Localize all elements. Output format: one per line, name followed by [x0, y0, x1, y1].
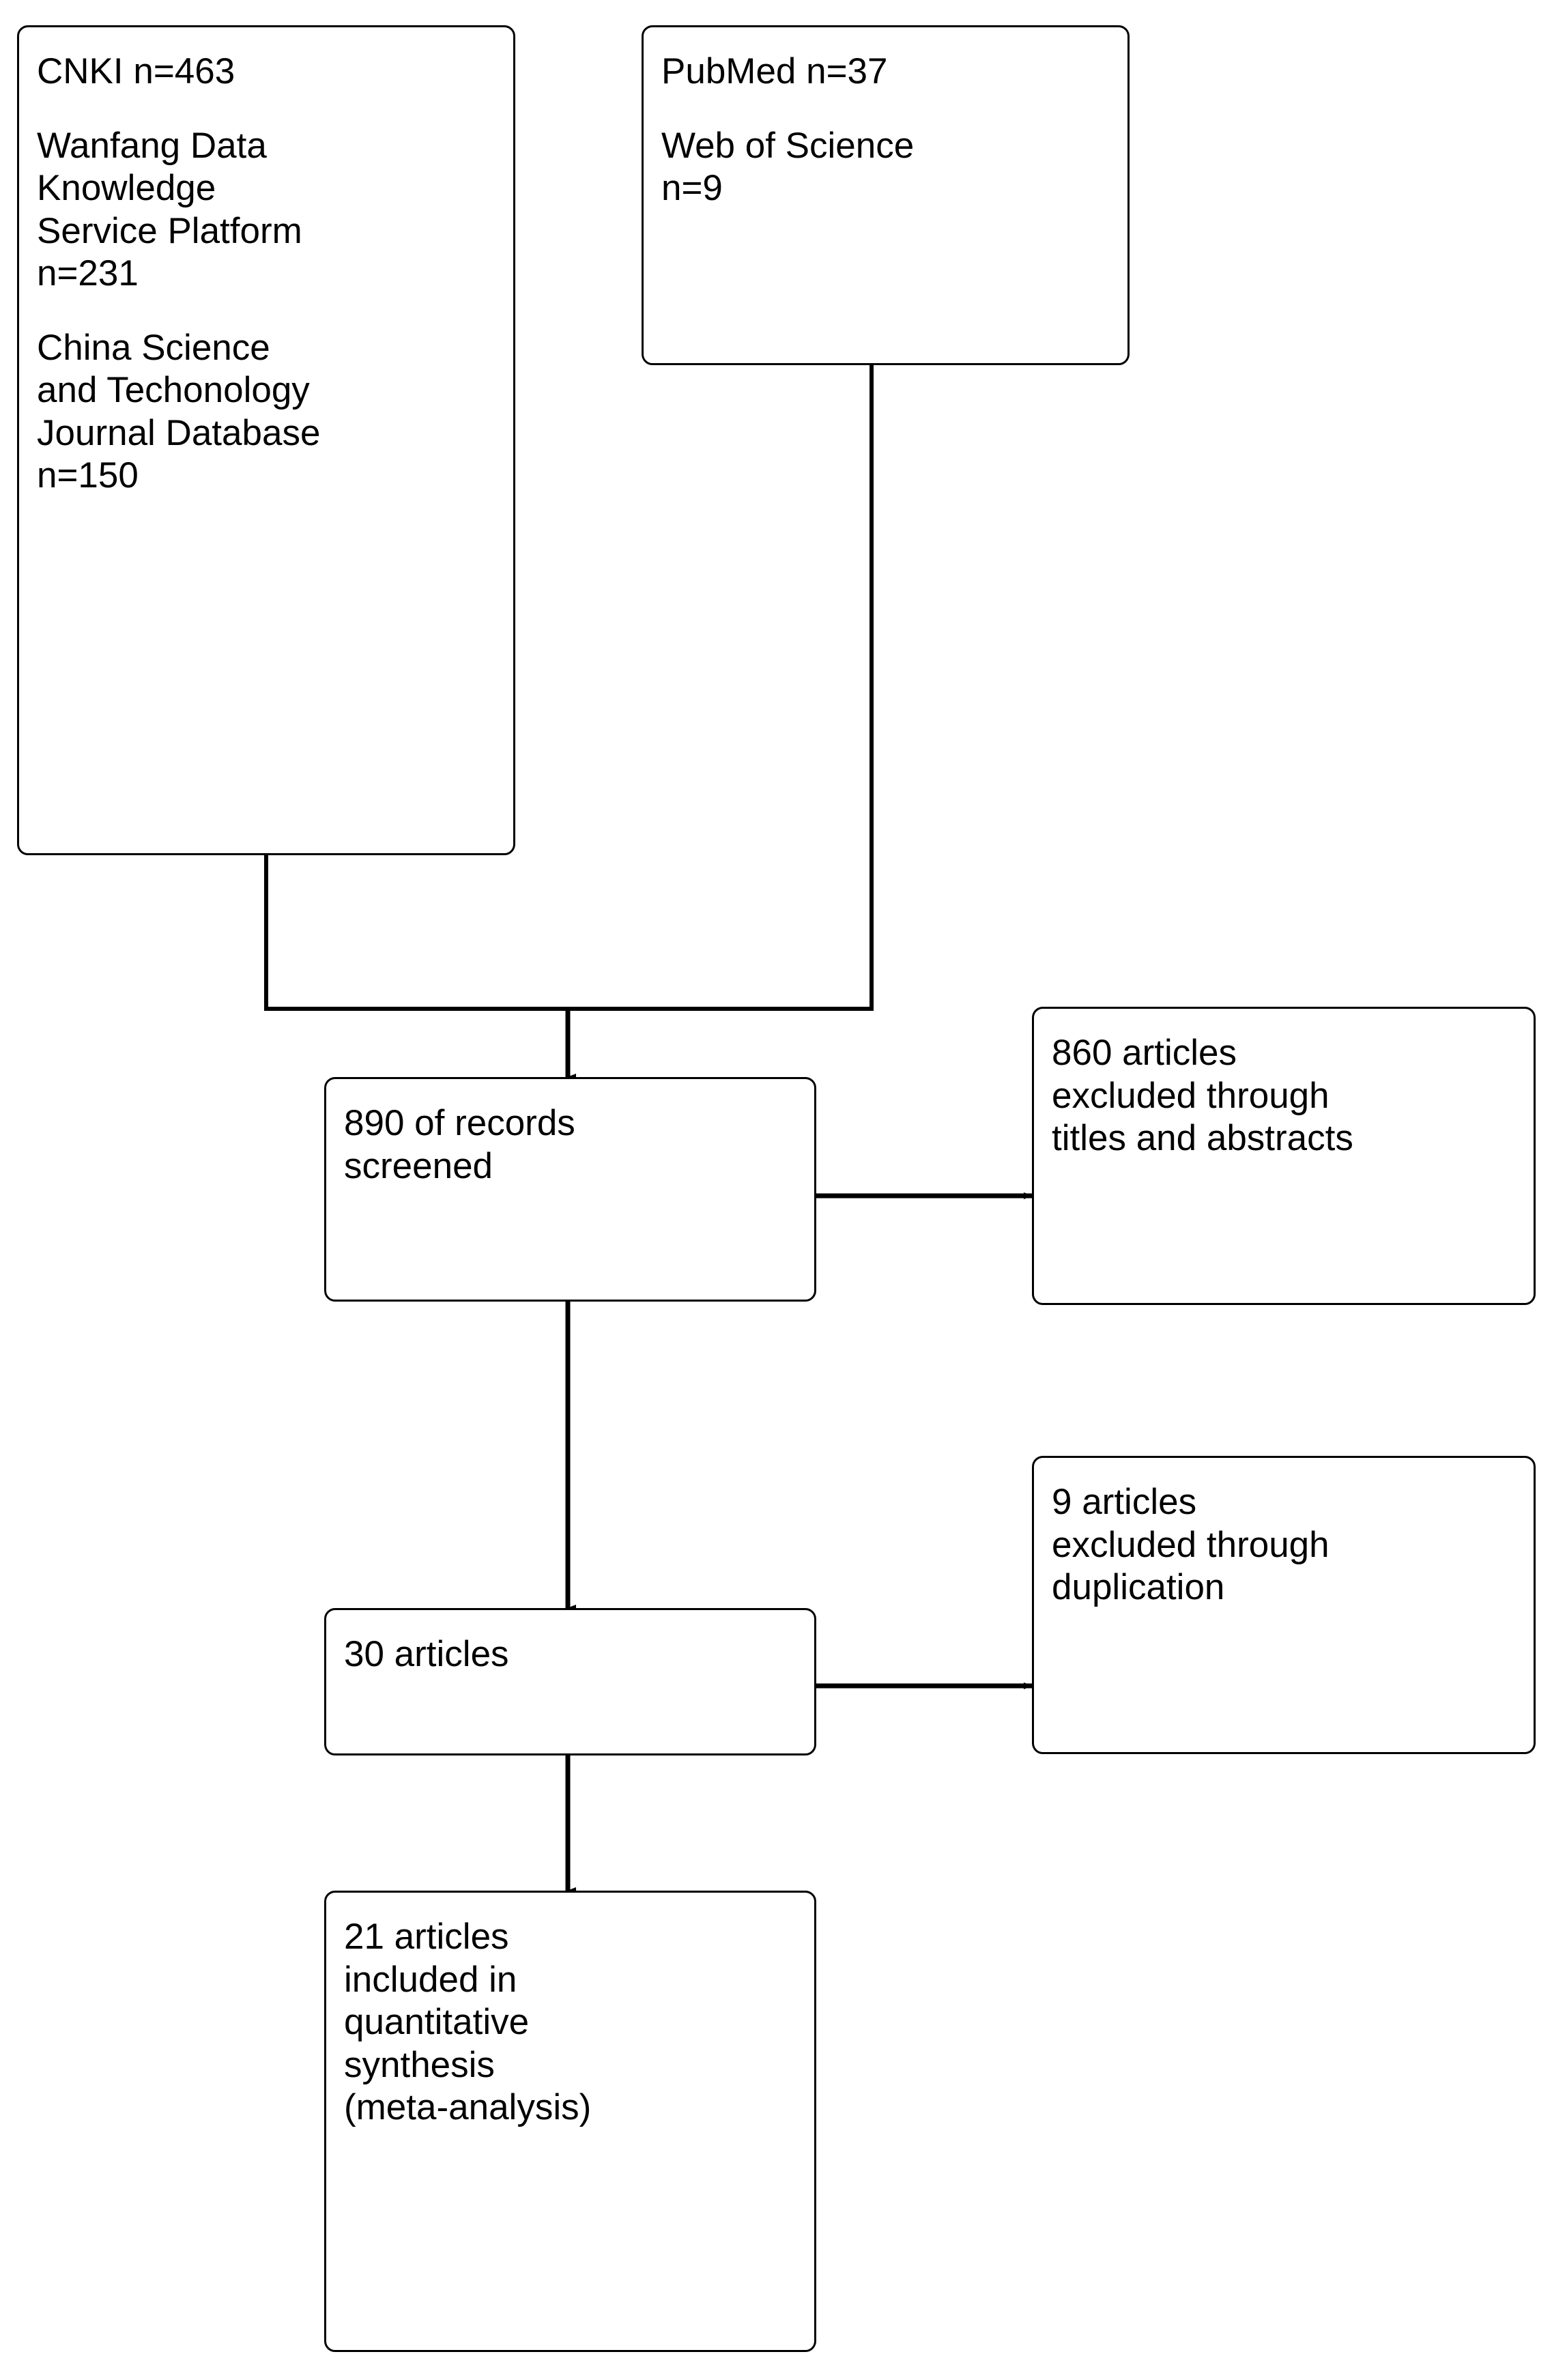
included-synthesis-text: 21 articles included in quantitative syn… — [344, 1917, 592, 2128]
connector-chinese-to-screened — [264, 855, 568, 1011]
records-screened-text: 890 of records screened — [344, 1103, 575, 1186]
excluded-duplication-text: 9 articles excluded through duplication — [1052, 1482, 1330, 1608]
intl-db-wos-line: Web of Science n=9 — [661, 125, 915, 209]
chinese-db-cnki-line: CNKI n=463 — [37, 51, 235, 91]
excluded-titles-abstracts-text: 860 articles excluded through titles and… — [1052, 1033, 1353, 1159]
connector-international-to-screened — [568, 365, 874, 1011]
included-synthesis-box: 21 articles included in quantitative syn… — [324, 1891, 816, 2352]
international-databases-box: PubMed n=37 Web of Science n=9 — [642, 25, 1130, 365]
excluded-duplication-box: 9 articles excluded through duplication — [1032, 1456, 1536, 1754]
articles-remaining-text: 30 articles — [344, 1634, 509, 1674]
chinese-db-wanfang-line: Wanfang Data Knowledge Service Platform … — [37, 125, 302, 294]
chinese-db-cstj-line: China Science and Techonology Journal Da… — [37, 327, 321, 496]
intl-db-pubmed-line: PubMed n=37 — [661, 51, 888, 91]
records-screened-box: 890 of records screened — [324, 1077, 816, 1302]
chinese-databases-box: CNKI n=463 Wanfang Data Knowledge Servic… — [17, 25, 515, 855]
articles-remaining-box: 30 articles — [324, 1608, 816, 1755]
excluded-titles-abstracts-box: 860 articles excluded through titles and… — [1032, 1007, 1536, 1305]
